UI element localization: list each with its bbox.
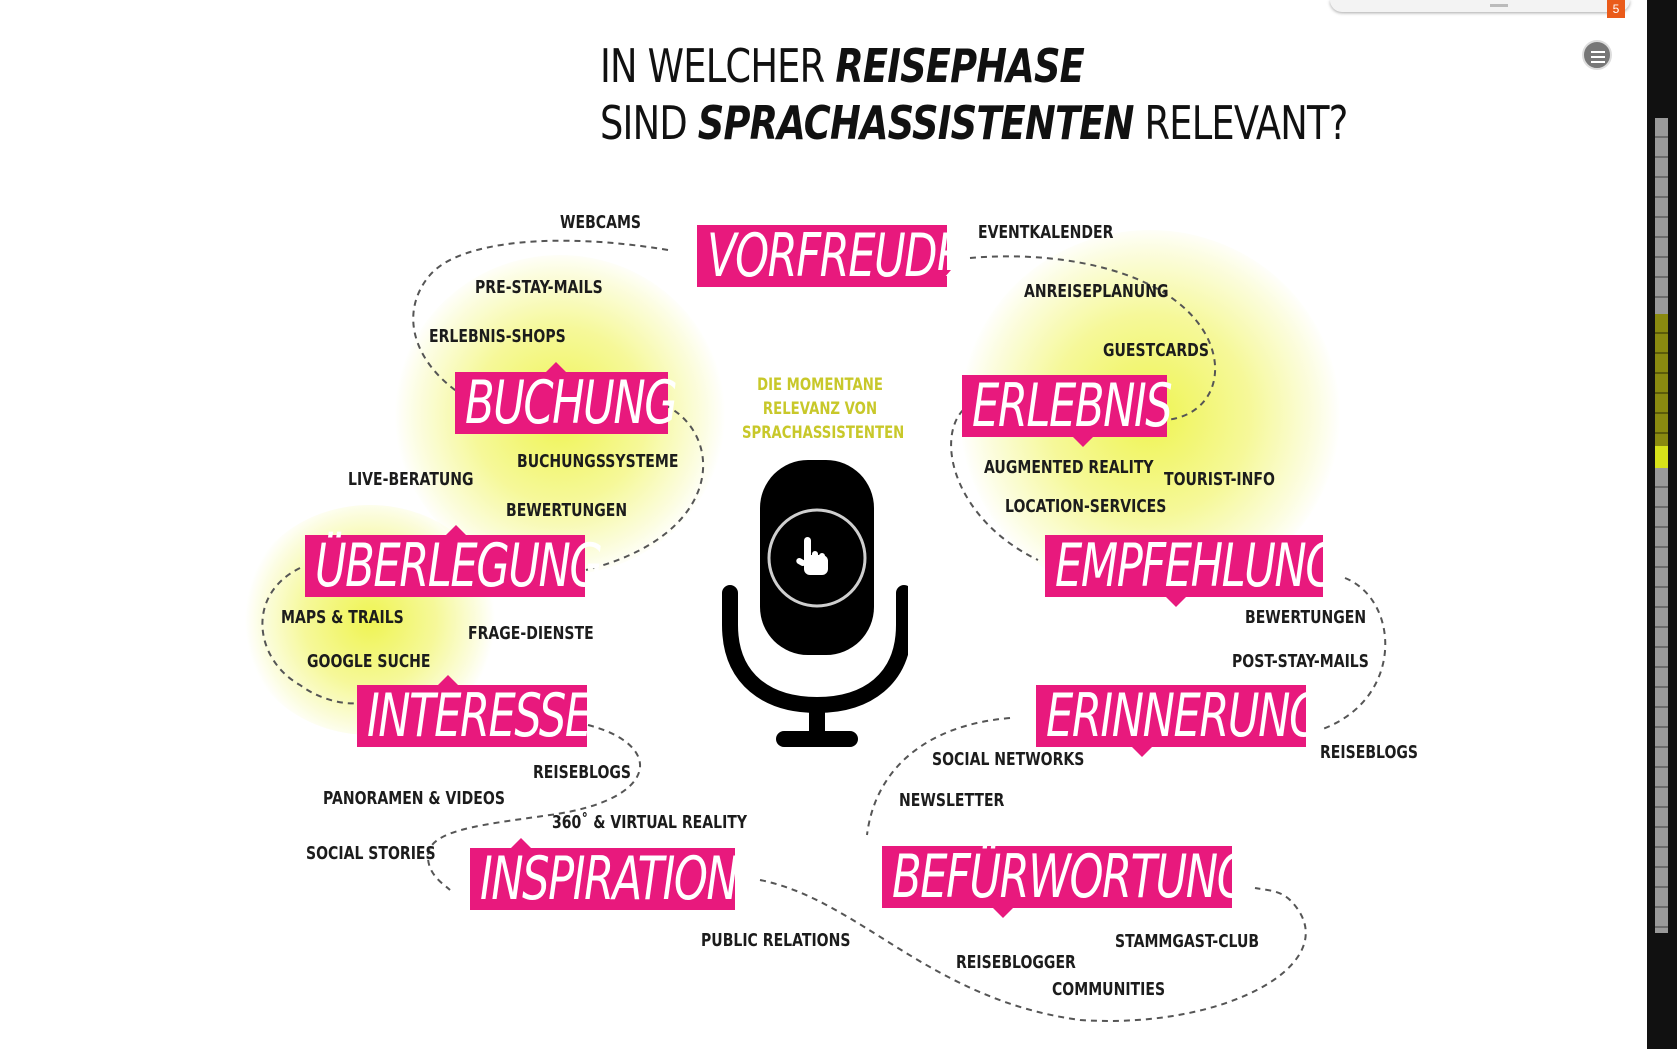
tab-count-badge[interactable]: 5 — [1607, 0, 1625, 18]
label-360-virtual-reality: 360˚ & VIRTUAL REALITY — [552, 812, 748, 833]
label-live-beratung: LIVE-BERATUNG — [348, 469, 474, 490]
label-erlebnis-shops: ERLEBNIS-SHOPS — [429, 326, 566, 347]
label-frage-dienste: FRAGE-DIENSTE — [468, 623, 594, 644]
title-line-1: IN WELCHER REISEPHASE — [600, 39, 1085, 93]
label-google-suche: GOOGLE SUCHE — [307, 651, 431, 672]
title-line-2: SIND SPRACHASSISTENTEN RELEVANT? — [600, 96, 1348, 150]
label-reiseblogs-right: REISEBLOGS — [1320, 742, 1419, 763]
connector-vorfreude-erlebnis — [969, 255, 1217, 422]
label-communities: COMMUNITIES — [1052, 979, 1166, 1000]
connector-empfehlung-erinnerung — [1319, 577, 1387, 731]
label-reiseblogger: REISEBLOGGER — [956, 952, 1076, 973]
scrollbar-track-lower[interactable] — [1655, 468, 1668, 933]
label-guestcards: GUESTCARDS — [1103, 340, 1209, 361]
phase-buchung: BUCHUNG — [455, 362, 678, 434]
connector-erinnerung-befuerwortung — [866, 717, 1011, 836]
label-eventkalender: EVENTKALENDER — [978, 222, 1114, 243]
label-reiseblogs-left: REISEBLOGS — [533, 762, 632, 783]
label-pre-stay-mails: PRE-STAY-MAILS — [475, 277, 603, 298]
microphone-icon[interactable] — [718, 455, 908, 750]
label-location-services: LOCATION-SERVICES — [1005, 496, 1167, 517]
tab-strip[interactable] — [1330, 0, 1630, 12]
scrollbar-track-highlight[interactable] — [1655, 314, 1668, 446]
phase-empfehlung: EMPFEHLUNG — [1045, 535, 1339, 607]
label-tourist-info: TOURIST-INFO — [1164, 469, 1275, 490]
phase-inspiration: INSPIRATION — [470, 838, 739, 910]
connector-ueberlegung-interesse — [261, 567, 361, 705]
phase-vorfreude-tail — [937, 270, 951, 286]
phase-interesse: INTERESSE — [357, 675, 592, 747]
connector-vorfreude-buchung — [412, 239, 669, 396]
tab-handle — [1490, 4, 1508, 7]
phase-befuerwortung: BEFÜRWORTUNG — [882, 846, 1250, 918]
diagram-title: IN WELCHER REISEPHASE SIND SPRACHASSISTE… — [600, 38, 1348, 152]
label-bewertungen-right: BEWERTUNGEN — [1245, 607, 1367, 628]
hand-pointer-icon — [796, 537, 828, 575]
label-maps-trails: MAPS & TRAILS — [281, 607, 404, 628]
phase-ueberlegung: ÜBERLEGUNG — [305, 525, 603, 597]
label-social-networks: SOCIAL NETWORKS — [932, 749, 1085, 770]
connector-erlebnis-empfehlung — [950, 409, 1039, 561]
connector-buchung-ueberlegung — [585, 404, 705, 571]
label-webcams: WEBCAMS — [560, 212, 642, 233]
label-augmented-reality: AUGMENTED REALITY — [984, 457, 1154, 478]
phase-erlebnis: ERLEBNIS — [962, 375, 1173, 447]
phase-erinnerung: ERINNERUNG — [1036, 685, 1322, 757]
phase-vorfreude: VORFREUDE — [697, 225, 963, 287]
label-stammgast-club: STAMMGAST-CLUB — [1115, 931, 1260, 952]
relevance-caption: DIE MOMENTANE RELEVANZ VON SPRACHASSISTE… — [742, 375, 905, 443]
menu-icon[interactable] — [1582, 40, 1612, 70]
label-newsletter: NEWSLETTER — [899, 790, 1005, 811]
label-public-relations: PUBLIC RELATIONS — [701, 930, 851, 951]
label-bewertungen-left: BEWERTUNGEN — [506, 500, 628, 521]
scrollbar-thumb[interactable] — [1655, 446, 1668, 468]
connector-inspiration-befuerwortung — [759, 879, 1307, 1022]
label-social-stories: SOCIAL STORIES — [306, 843, 436, 864]
label-anreiseplanung: ANREISEPLANUNG — [1024, 281, 1169, 302]
label-buchungssysteme: BUCHUNGSSYSTEME — [517, 451, 679, 472]
label-panoramen-videos: PANORAMEN & VIDEOS — [323, 788, 505, 809]
label-post-stay-mails: POST-STAY-MAILS — [1232, 651, 1369, 672]
scrollbar-track-upper[interactable] — [1655, 118, 1668, 314]
